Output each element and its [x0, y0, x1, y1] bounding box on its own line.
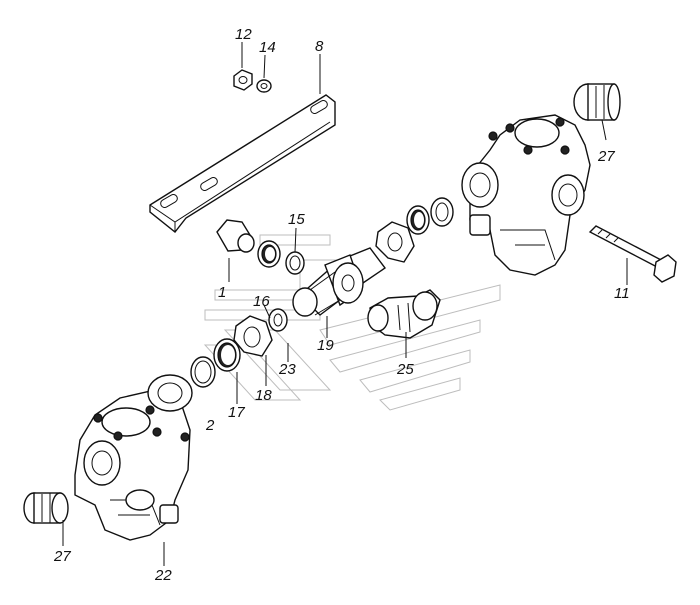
callout-11: 11 [614, 285, 630, 302]
nut-23 [233, 315, 273, 357]
callout-14: 14 [259, 39, 276, 56]
callout-22: 22 [154, 567, 172, 584]
elbow-25 [367, 289, 441, 339]
callout-1: 1 [218, 284, 226, 301]
callout-16: 16 [253, 293, 270, 310]
callout-27-bottom: 27 [53, 548, 71, 565]
callout-19: 19 [317, 337, 334, 354]
union-19 [292, 247, 386, 317]
fitting-27-bottom [23, 492, 69, 524]
callout-18: 18 [255, 387, 272, 404]
oring-a [257, 240, 281, 268]
callout-8: 8 [315, 38, 324, 55]
callout-labels: 12 14 8 27 15 1 16 19 23 25 11 2 17 18 2… [53, 26, 630, 584]
callout-17: 17 [228, 404, 245, 421]
washer-14 [256, 79, 272, 93]
callout-23: 23 [278, 361, 296, 378]
bolt-11 [588, 225, 677, 283]
nut-12 [233, 69, 253, 91]
bracket-8 [149, 94, 336, 233]
callout-27-top: 27 [597, 148, 615, 165]
plug-1 [216, 219, 255, 253]
washer-2 [190, 356, 216, 388]
upper-valve-body [461, 114, 591, 276]
washer-16 [268, 308, 288, 332]
fitting-27-top [573, 83, 621, 121]
lower-valve-body-22 [74, 374, 193, 541]
callout-2: 2 [205, 417, 215, 434]
leader-lines [62, 42, 628, 566]
washer-15 [285, 251, 305, 275]
upper-seals [375, 197, 454, 263]
callout-25: 25 [396, 361, 414, 378]
callout-15: 15 [288, 211, 305, 228]
callout-12: 12 [235, 26, 252, 43]
oring-17 [213, 338, 241, 372]
